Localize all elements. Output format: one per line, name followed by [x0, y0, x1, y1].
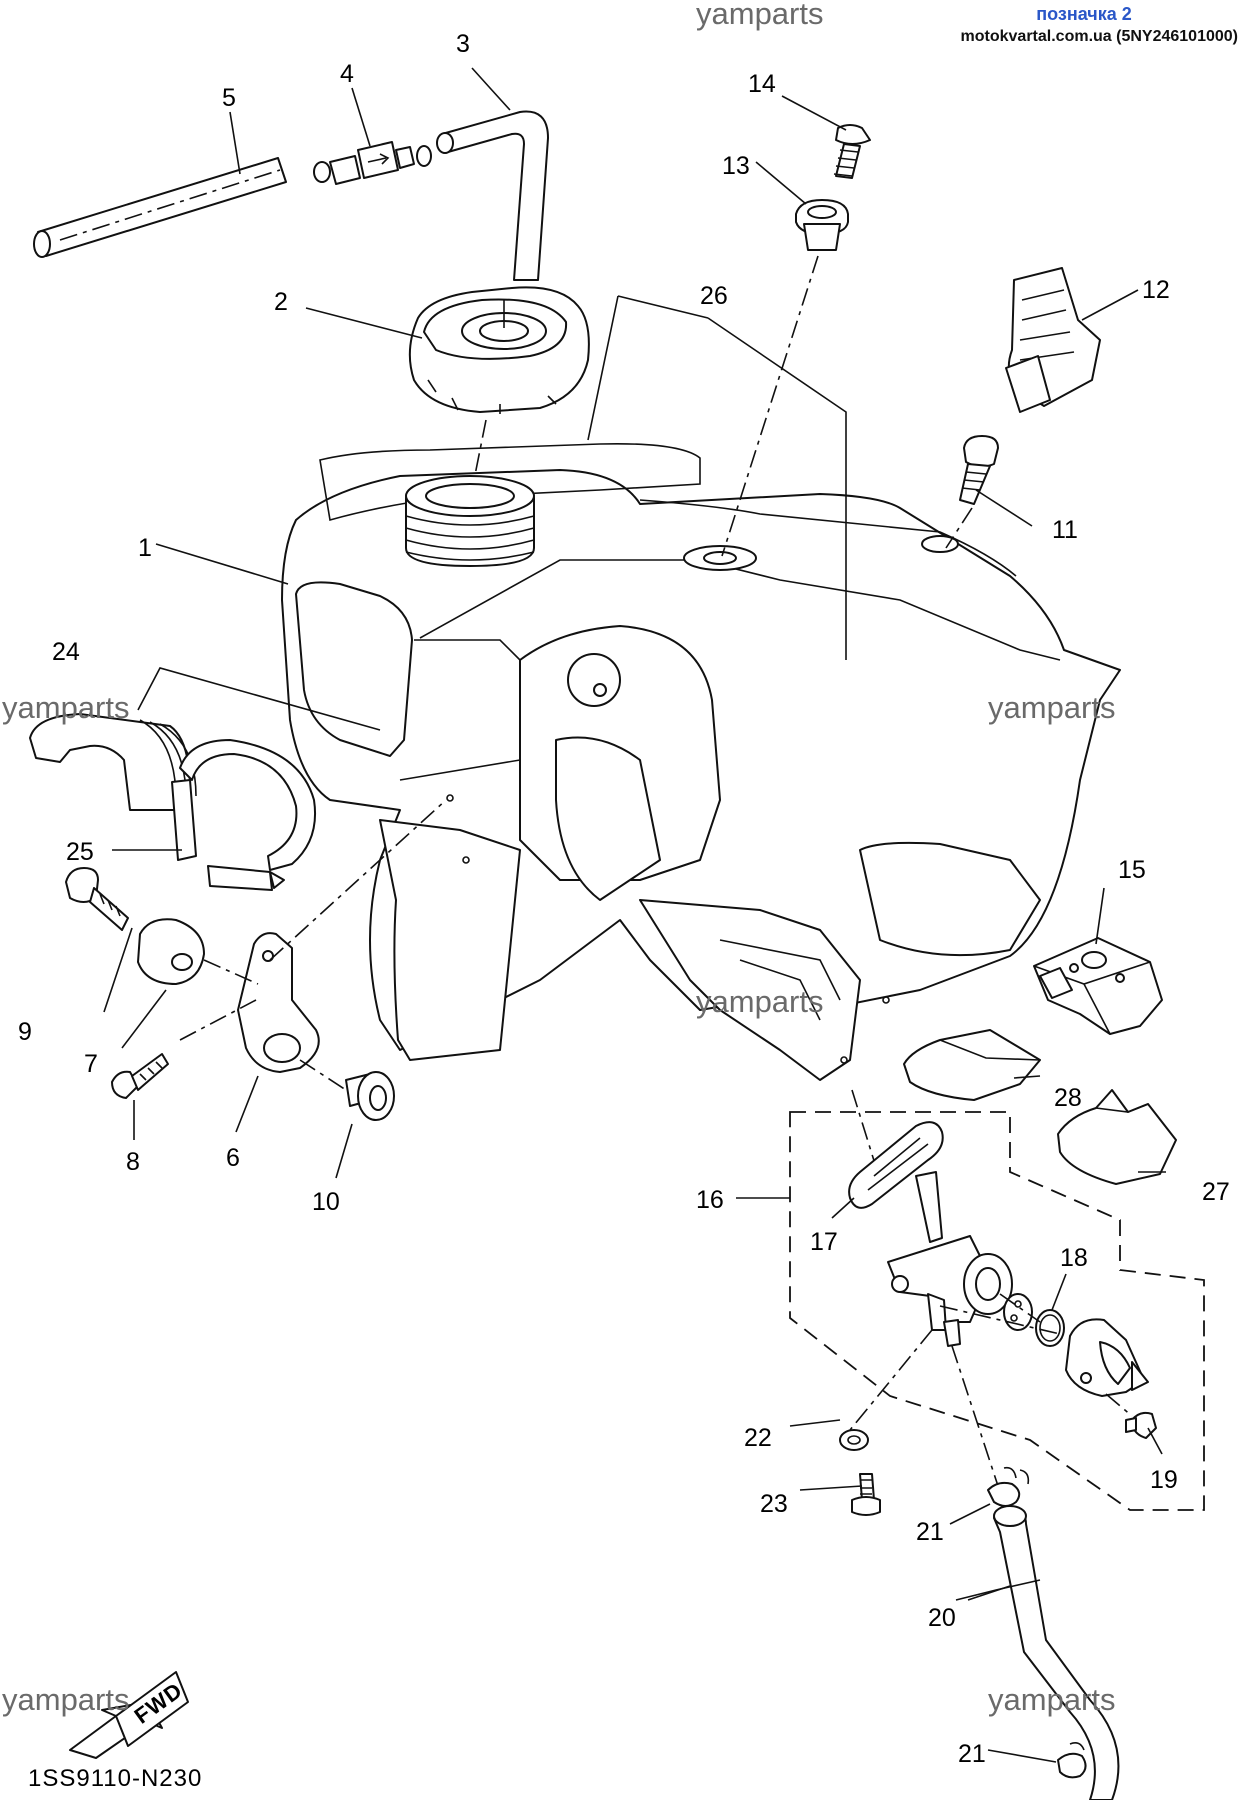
watermark: yamparts — [988, 690, 1115, 725]
part-9-bolt — [65, 867, 129, 931]
watermark: yamparts — [696, 0, 823, 31]
part-16-group-box — [789, 1111, 1205, 1511]
part-18-o-ring — [1035, 1309, 1065, 1347]
part-25-band — [171, 739, 316, 891]
callout-21a: 21 — [916, 1518, 944, 1546]
part-16-lever-plate — [1065, 1318, 1149, 1397]
part-24-rubber-pad — [29, 713, 197, 811]
callout-15: 15 — [1118, 856, 1146, 884]
callout-18: 18 — [1060, 1244, 1088, 1272]
part-17-gasket — [848, 1121, 944, 1209]
fwd-arrow: FWD — [69, 1671, 189, 1759]
callout-23: 23 — [760, 1490, 788, 1518]
part-16-fuel-cock — [887, 1171, 1033, 1347]
part-12-clip — [1005, 267, 1101, 413]
part-14-screw — [833, 124, 871, 179]
callout-17: 17 — [810, 1228, 838, 1256]
watermark: yamparts — [2, 690, 129, 725]
callout-4: 4 — [340, 60, 354, 88]
callout-16: 16 — [696, 1186, 724, 1214]
callout-2: 2 — [274, 288, 288, 316]
callout-21b: 21 — [958, 1740, 986, 1768]
leader-lines — [103, 67, 1166, 1763]
header-link[interactable]: позначка 2 — [1036, 4, 1132, 24]
part-21-clip-lower — [1057, 1742, 1087, 1779]
watermark: yamparts — [988, 1682, 1115, 1717]
part-21-clip-upper — [987, 1466, 1030, 1507]
part-6-bracket — [237, 932, 320, 1073]
part-22-washer — [839, 1429, 869, 1451]
part-13-collar — [795, 199, 849, 251]
callout-3: 3 — [456, 30, 470, 58]
part-20-fuel-hose — [993, 1505, 1120, 1800]
callout-27: 27 — [1202, 1178, 1230, 1206]
callout-6: 6 — [226, 1144, 240, 1172]
callout-5: 5 — [222, 84, 236, 112]
part-23-bolt — [851, 1473, 881, 1516]
callout-26: 26 — [700, 282, 728, 310]
callout-12: 12 — [1142, 276, 1170, 304]
callout-25: 25 — [66, 838, 94, 866]
callout-8: 8 — [126, 1148, 140, 1176]
watermark: yamparts — [696, 984, 823, 1019]
part-2-fuel-cap — [408, 286, 590, 414]
part-3-breather-hose — [436, 110, 549, 281]
diagram-code: 1SS9110-N230 — [28, 1765, 202, 1792]
callout-19: 19 — [1150, 1466, 1178, 1494]
callout-1: 1 — [138, 534, 152, 562]
callout-28: 28 — [1054, 1084, 1082, 1112]
callout-9: 9 — [18, 1018, 32, 1046]
callout-22: 22 — [744, 1424, 772, 1452]
part-5-hose — [33, 157, 287, 258]
callout-20: 20 — [928, 1604, 956, 1632]
callout-11: 11 — [1052, 516, 1078, 544]
callout-10: 10 — [312, 1188, 340, 1216]
source-label: motokvartal.com.ua (5NY246101000) — [960, 28, 1238, 45]
part-4-check-valve — [313, 141, 432, 185]
part-28-pad — [903, 1029, 1041, 1101]
part-27-pad — [1057, 1089, 1177, 1185]
part-10-collar — [345, 1071, 395, 1121]
callout-13: 13 — [722, 152, 750, 180]
part-1-fuel-tank — [281, 442, 1121, 1081]
part-11-bolt — [959, 435, 999, 505]
watermark: yamparts — [2, 1682, 129, 1717]
callout-14: 14 — [748, 70, 776, 98]
callout-24: 24 — [52, 638, 80, 666]
part-7-grommet — [137, 918, 205, 985]
part-8-bolt — [111, 1053, 169, 1099]
callout-7: 7 — [84, 1050, 98, 1078]
part-15-mount — [1033, 937, 1163, 1035]
